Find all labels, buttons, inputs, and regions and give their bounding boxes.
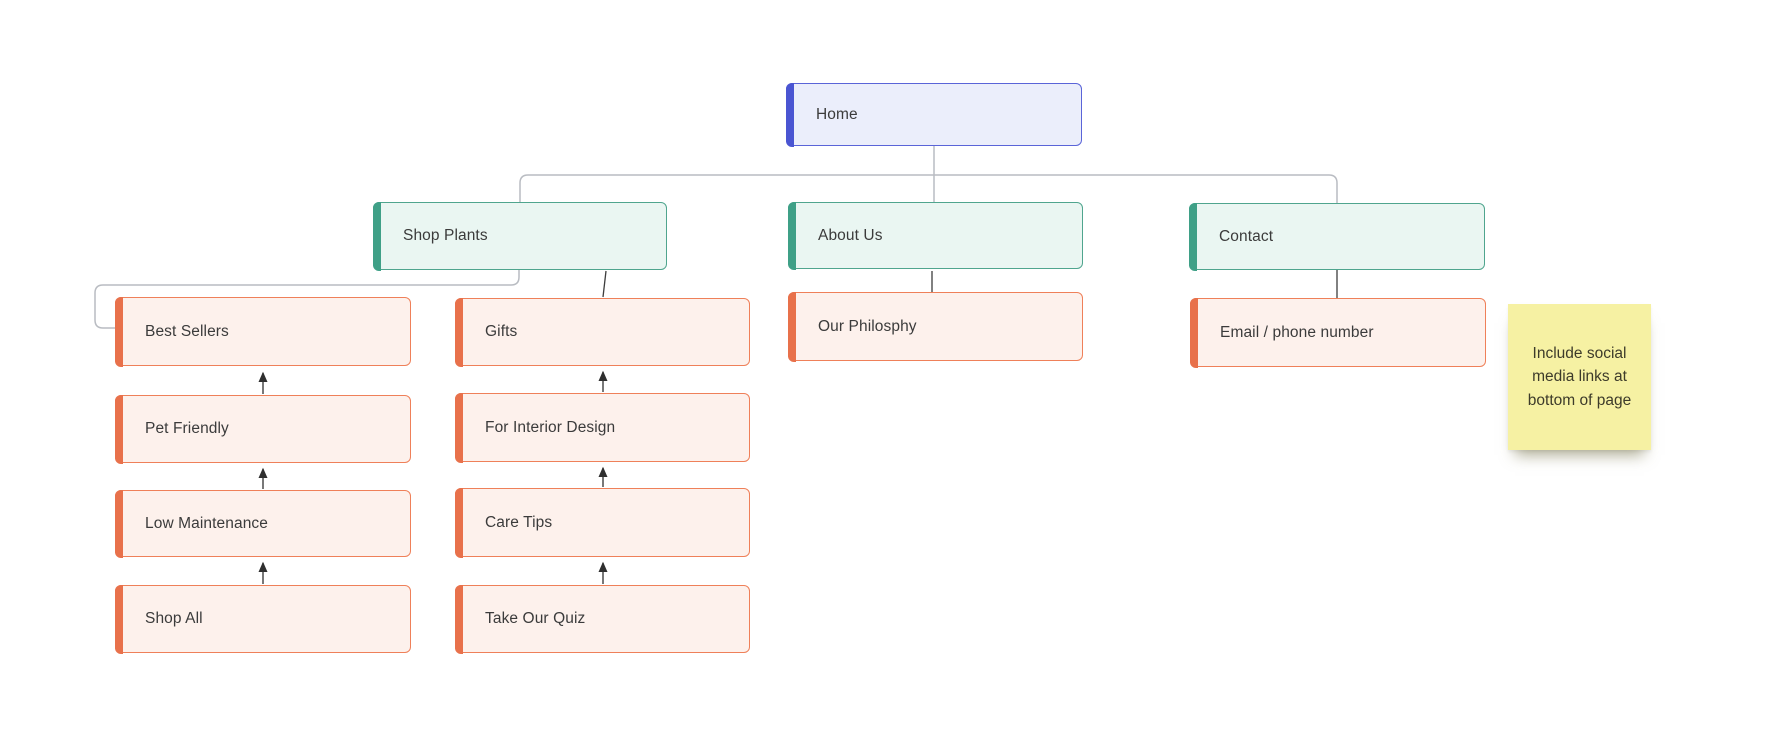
node-low-maintenance[interactable]: Low Maintenance	[114, 489, 411, 558]
node-gifts[interactable]: Gifts	[454, 297, 750, 367]
node-best-sellers[interactable]: Best Sellers	[114, 296, 411, 367]
node-for-interior-design[interactable]: For Interior Design	[454, 392, 750, 463]
node-about-us-label: About Us	[818, 226, 883, 244]
sticky-note-text: Include social media links at bottom of …	[1527, 345, 1632, 409]
node-for-interior-design-label: For Interior Design	[485, 418, 616, 436]
node-about-us[interactable]: About Us	[787, 201, 1083, 270]
node-home[interactable]: Home	[785, 82, 1082, 147]
node-shop-plants-label: Shop Plants	[403, 227, 488, 244]
node-email-phone-label: Email / phone number	[1220, 323, 1374, 341]
node-best-sellers-label: Best Sellers	[145, 322, 229, 340]
node-take-our-quiz[interactable]: Take Our Quiz	[454, 584, 750, 654]
node-care-tips[interactable]: Care Tips	[454, 487, 750, 558]
node-shop-all-label: Shop All	[145, 610, 203, 627]
node-email-phone[interactable]: Email / phone number	[1189, 297, 1486, 368]
node-take-our-quiz-label: Take Our Quiz	[485, 610, 586, 627]
node-gifts-label: Gifts	[485, 323, 518, 340]
node-pet-friendly-label: Pet Friendly	[145, 420, 229, 437]
node-our-philosphy[interactable]: Our Philosphy	[787, 291, 1083, 362]
connector-home-branch-rail	[519, 174, 1338, 203]
node-contact-label: Contact	[1219, 227, 1274, 245]
connector-shop-plants-gifts	[602, 270, 607, 298]
node-low-maintenance-label: Low Maintenance	[145, 514, 268, 532]
node-shop-all[interactable]: Shop All	[114, 584, 411, 654]
node-shop-plants[interactable]: Shop Plants	[372, 201, 667, 271]
node-care-tips-label: Care Tips	[485, 513, 553, 531]
node-our-philosphy-label: Our Philosphy	[818, 317, 917, 335]
node-pet-friendly[interactable]: Pet Friendly	[114, 394, 411, 464]
node-contact[interactable]: Contact	[1188, 202, 1485, 271]
sticky-note[interactable]: Include social media links at bottom of …	[1508, 304, 1651, 450]
node-home-label: Home	[816, 105, 858, 123]
